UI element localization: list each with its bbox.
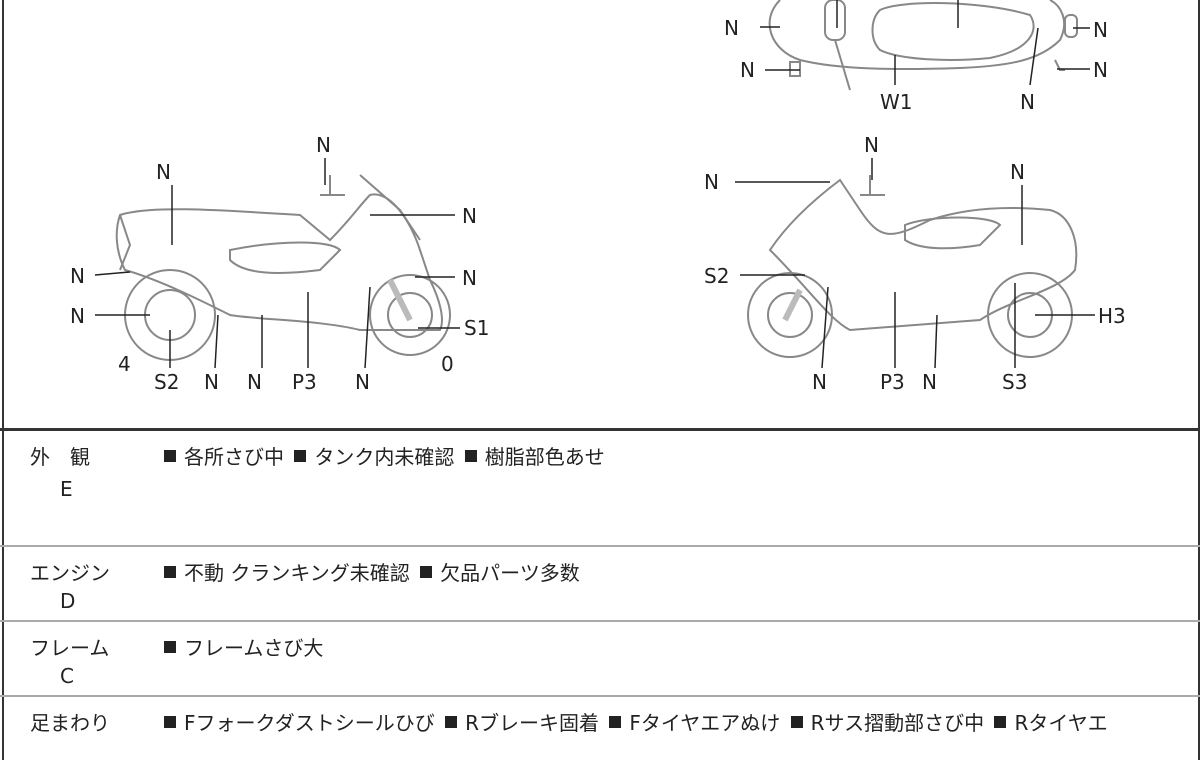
- marker-label: W1: [880, 90, 913, 114]
- marker-label: N: [462, 204, 477, 228]
- marker-label: N: [462, 266, 477, 290]
- note: 不動 クランキング未確認: [184, 561, 410, 585]
- bullet-icon: [164, 716, 176, 728]
- bullet-icon: [164, 566, 176, 578]
- bullet-icon: [164, 450, 176, 462]
- note: Rサス摺動部さび中: [810, 711, 985, 735]
- bullet-icon: [445, 716, 458, 728]
- bullet-icon: [464, 450, 477, 462]
- marker-label: N: [704, 170, 719, 194]
- section-notes: Fフォークダストシールひび Rブレーキ固着 Fタイヤエアぬけ Rサス摺動部さび中…: [160, 707, 1108, 736]
- section-notes: フレームさび大: [160, 632, 323, 661]
- marker-label: S2: [154, 370, 180, 394]
- marker-label: N: [156, 160, 171, 184]
- marker-label: N: [70, 304, 85, 328]
- marker-label: N: [812, 370, 827, 394]
- marker-label: N: [1010, 160, 1025, 184]
- marker-label: N: [724, 16, 739, 40]
- section-divider: [0, 428, 1200, 431]
- section-category: 足まわり: [30, 711, 110, 735]
- section-notes: 各所さび中 タンク内未確認 樹脂部色あせ: [160, 441, 605, 470]
- marker-label: N: [355, 370, 370, 394]
- section-engine: エンジン D 不動 クランキング未確認 欠品パーツ多数: [0, 547, 1200, 622]
- marker-label: P3: [292, 370, 317, 394]
- section-grade: C: [60, 664, 74, 688]
- right-view-leaders: [735, 158, 1095, 369]
- left-view-drawing: [115, 174, 451, 361]
- bullet-icon: [420, 566, 433, 578]
- marker-label: N: [204, 370, 219, 394]
- marker-label: N: [1093, 18, 1108, 42]
- marker-label: N: [316, 133, 331, 157]
- section-grade: D: [60, 589, 76, 613]
- section-frame: フレーム C フレームさび大: [0, 622, 1200, 697]
- left-view-leaders: [94, 158, 460, 369]
- marker-label: 4: [118, 352, 131, 376]
- right-view-drawing: [747, 175, 1078, 358]
- note: 欠品パーツ多数: [440, 561, 580, 585]
- note: 樹脂部色あせ: [484, 445, 605, 469]
- marker-label: P3: [880, 370, 905, 394]
- section-category: 外 観: [30, 445, 90, 469]
- section-category: エンジン: [30, 561, 110, 585]
- marker-label: H3: [1098, 304, 1126, 328]
- section-exterior: 外 観 E 各所さび中 タンク内未確認 樹脂部色あせ: [0, 431, 1200, 547]
- marker-label: N: [247, 370, 262, 394]
- marker-label: N: [70, 264, 85, 288]
- note: タンク内未確認: [314, 445, 455, 469]
- note: Fフォークダストシールひび: [184, 711, 435, 735]
- marker-label: S1: [464, 316, 490, 340]
- marker-label: N: [1093, 58, 1108, 82]
- section-category: フレーム: [30, 636, 110, 660]
- marker-label: N: [740, 58, 755, 82]
- bullet-icon: [790, 716, 803, 728]
- marker-label: S3: [1002, 370, 1028, 394]
- marker-label: N: [1020, 90, 1035, 114]
- condition-diagram: N N N N W1 N N N N N N N S1 4 S2 N N P3 …: [70, 0, 1126, 394]
- bullet-icon: [609, 716, 622, 728]
- scooter-drawings: [94, 0, 1095, 369]
- marker-label: N: [922, 370, 937, 394]
- note: 各所さび中: [184, 445, 284, 469]
- note: Rブレーキ固着: [465, 711, 599, 735]
- section-grade: E: [60, 477, 73, 501]
- top-view-leaders: [760, 0, 1090, 86]
- note: Rタイヤエ: [1014, 711, 1108, 735]
- top-view-drawing: [768, 0, 1078, 91]
- marker-label: S2: [704, 264, 730, 288]
- section-notes: 不動 クランキング未確認 欠品パーツ多数: [160, 557, 580, 586]
- note: フレームさび大: [184, 636, 324, 660]
- bullet-icon: [994, 716, 1007, 728]
- marker-label: 0: [441, 352, 454, 376]
- note: Fタイヤエアぬけ: [629, 711, 781, 735]
- bullet-icon: [164, 641, 176, 653]
- marker-label: N: [864, 133, 879, 157]
- bullet-icon: [294, 450, 307, 462]
- section-suspension: 足まわり Fフォークダストシールひび Rブレーキ固着 Fタイヤエアぬけ Rサス摺…: [0, 697, 1200, 770]
